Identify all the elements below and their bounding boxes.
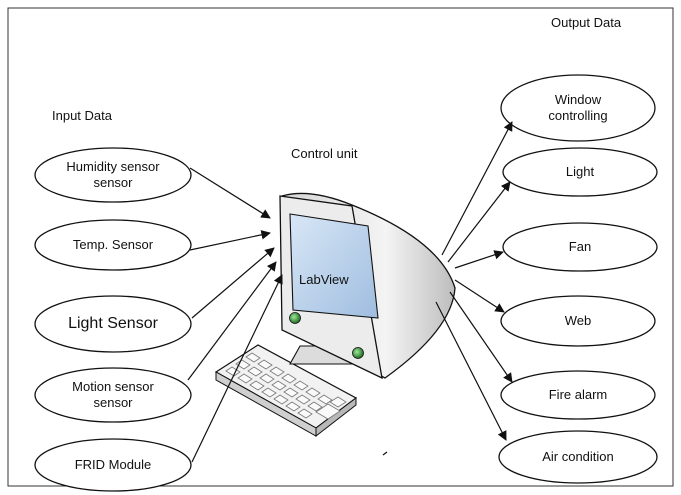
arrow-light bbox=[191, 247, 275, 319]
control-unit-heading: Control unit bbox=[291, 146, 358, 161]
output-node-fan-label: Fan bbox=[568, 239, 592, 254]
diagram-frame bbox=[7, 7, 674, 487]
output-node-window: Window controlling bbox=[501, 75, 655, 141]
output-node-fire-label: Fire alarm bbox=[548, 387, 608, 402]
input-node-motion: Motion sensor sensor bbox=[35, 368, 191, 422]
arrow-output-light bbox=[447, 181, 511, 263]
input-node-humidity-shape bbox=[34, 147, 192, 203]
output-node-window-label: Window controlling bbox=[548, 92, 608, 123]
screen-label: LabView bbox=[299, 272, 349, 287]
output-node-fire-shape bbox=[500, 370, 656, 420]
output-node-fan-shape bbox=[502, 222, 658, 272]
monitor-icon bbox=[279, 192, 456, 380]
arrow-web bbox=[454, 279, 505, 313]
output-node-air-shape bbox=[498, 430, 658, 484]
arrow-fan bbox=[454, 250, 504, 269]
output-node-light-shape bbox=[502, 147, 658, 197]
input-node-temp-shape bbox=[34, 219, 192, 271]
output-node-light-label: Light bbox=[565, 164, 595, 179]
output-node-fan: Fan bbox=[503, 223, 657, 271]
arrow-air bbox=[435, 301, 507, 441]
input-node-light: Light Sensor bbox=[35, 296, 191, 352]
output-node-window-shape bbox=[500, 74, 656, 142]
arrow-temp bbox=[189, 230, 271, 251]
input-connectors bbox=[187, 167, 283, 463]
output-node-fire: Fire alarm bbox=[501, 371, 655, 419]
output-node-web-shape bbox=[500, 295, 656, 347]
arrow-fire bbox=[449, 291, 513, 383]
input-node-temp-label: Temp. Sensor bbox=[72, 237, 154, 252]
input-node-frid-label: FRID Module bbox=[74, 457, 152, 472]
output-node-light: Light bbox=[503, 148, 657, 196]
output-connectors bbox=[435, 121, 513, 441]
output-node-web: Web bbox=[501, 296, 655, 346]
arrow-humidity bbox=[189, 167, 271, 219]
input-node-motion-label: Motion sensor sensor bbox=[72, 379, 154, 410]
keyboard-icon bbox=[214, 344, 358, 438]
output-node-air-label: Air condition bbox=[542, 449, 614, 464]
stray-mark bbox=[382, 451, 388, 456]
arrow-frid bbox=[191, 274, 283, 463]
input-node-humidity: Humidity sensor sensor bbox=[35, 148, 191, 202]
input-node-frid-shape bbox=[34, 438, 192, 492]
input-node-light-label: Light Sensor bbox=[68, 315, 158, 332]
input-node-light-shape bbox=[34, 295, 192, 353]
output-data-heading: Output Data bbox=[551, 15, 622, 30]
output-node-air: Air condition bbox=[499, 431, 657, 483]
input-data-heading: Input Data bbox=[52, 108, 112, 123]
arrow-motion bbox=[187, 261, 277, 381]
arrow-window bbox=[441, 121, 513, 256]
input-node-humidity-label: Humidity sensor sensor bbox=[66, 159, 160, 190]
input-node-frid: FRID Module bbox=[35, 439, 191, 491]
input-node-temp: Temp. Sensor bbox=[35, 220, 191, 270]
output-node-web-label: Web bbox=[564, 313, 592, 328]
input-node-motion-shape bbox=[34, 367, 192, 423]
